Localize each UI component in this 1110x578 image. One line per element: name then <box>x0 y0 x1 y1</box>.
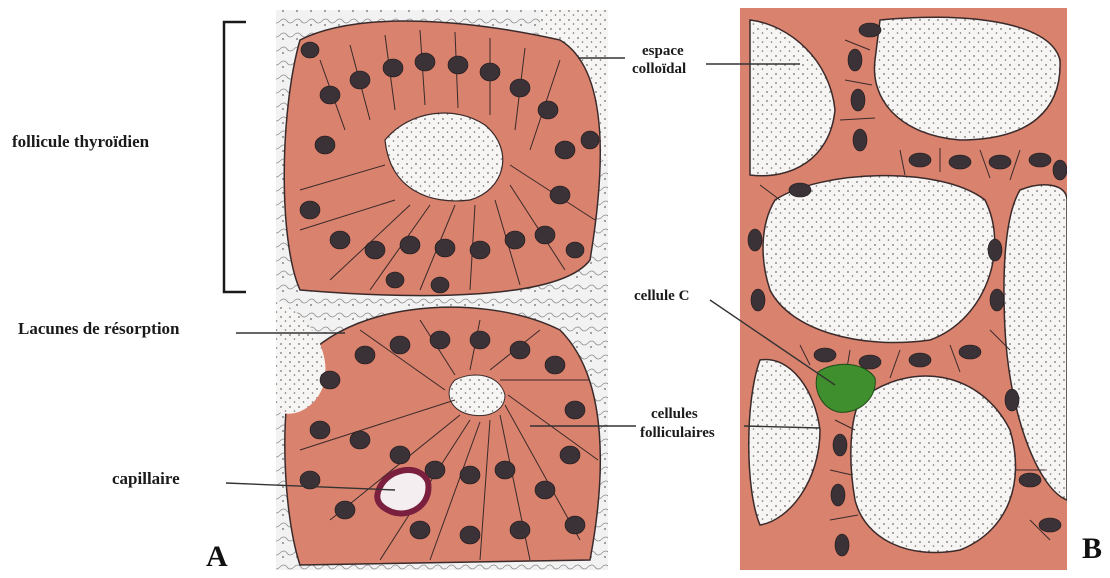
follicular-cells-label-line2: folliculaires <box>640 424 715 442</box>
panel-a-letter: A <box>206 540 228 574</box>
capillary-shape <box>377 470 428 513</box>
panel-b-image <box>740 8 1067 570</box>
follicle-label: follicule thyroïdien <box>12 133 149 151</box>
capillary-label: capillaire <box>112 470 180 488</box>
panel-a-image <box>276 10 608 570</box>
resorption-lacunae-label: Lacunes de résorption <box>18 320 180 338</box>
panel-b-letter: B <box>1082 532 1102 566</box>
follicular-cells-label-line1: cellules <box>651 405 698 423</box>
c-cell-label: cellule C <box>634 287 689 305</box>
follicle-bracket <box>224 22 246 292</box>
colloid-space-label-line1: espace <box>642 42 684 60</box>
colloid-space-label-line2: colloïdal <box>632 60 686 78</box>
